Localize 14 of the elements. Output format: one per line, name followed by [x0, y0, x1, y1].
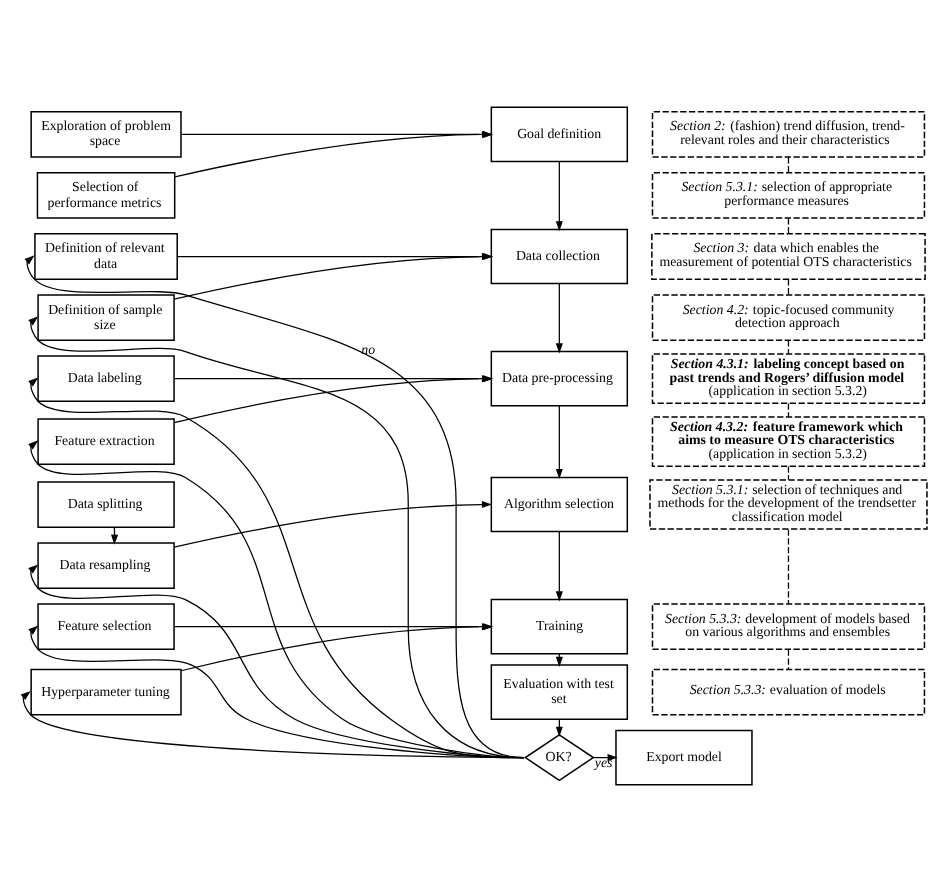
connector: [786, 402, 789, 418]
connector: [786, 156, 789, 174]
connector: [786, 528, 789, 605]
arrow: [554, 283, 562, 354]
connector: [786, 465, 789, 481]
arrow: [554, 531, 562, 602]
arrow: [172, 501, 491, 548]
connector: [786, 278, 789, 296]
arrow: [554, 405, 562, 480]
connector: [786, 339, 789, 355]
arrow: [19, 690, 524, 759]
arrow: [554, 160, 562, 232]
connector: [786, 217, 789, 235]
connector: [786, 648, 789, 670]
